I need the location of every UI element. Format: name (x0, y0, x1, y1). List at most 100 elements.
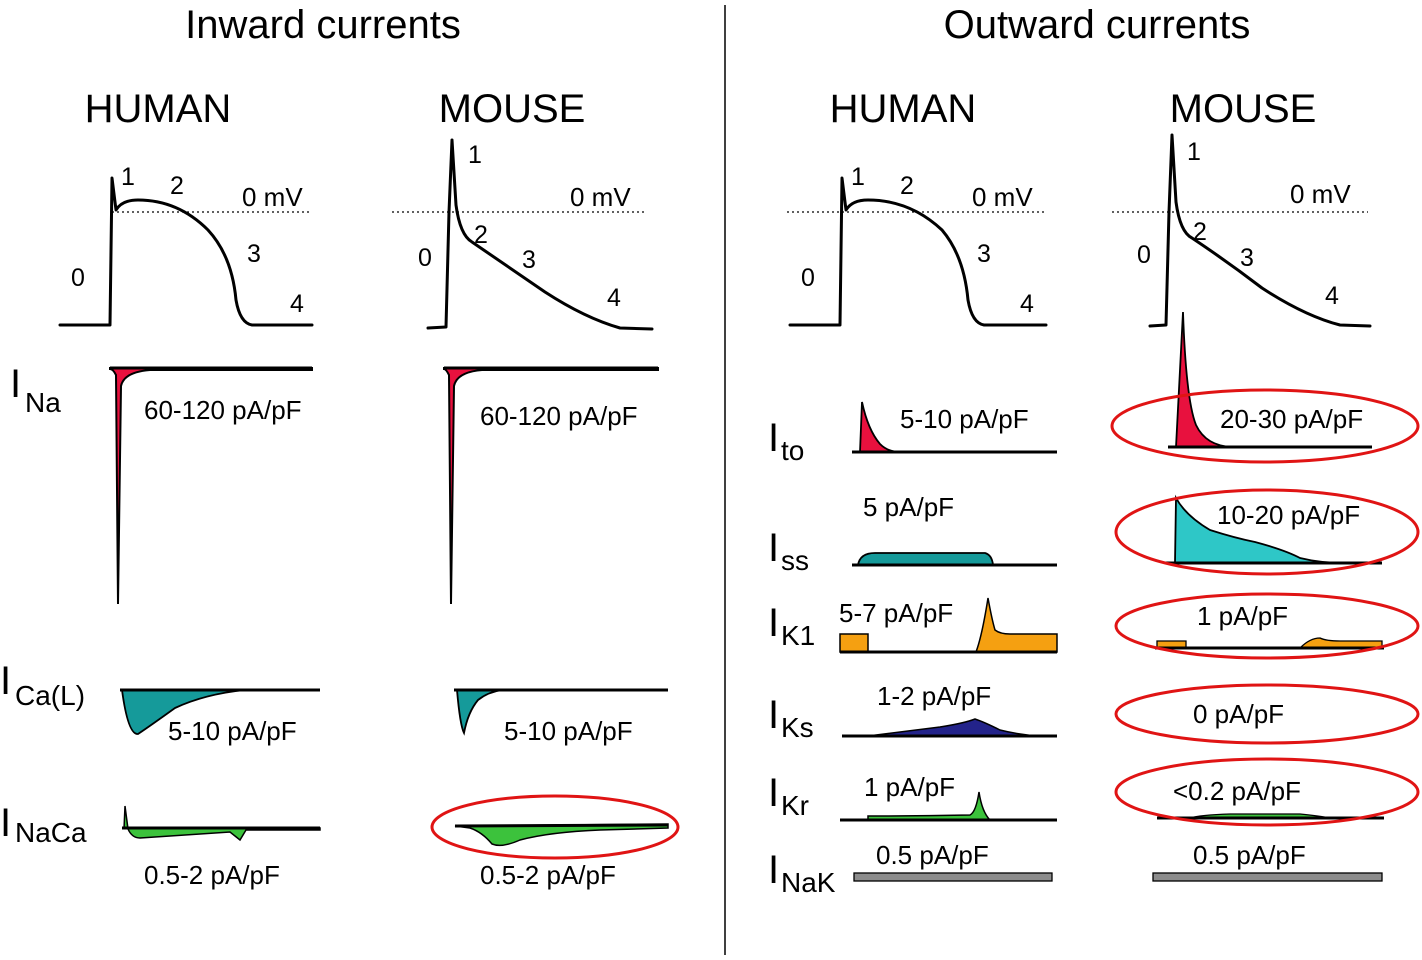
current-row-i-ks: I Ks 1-2 pA/pF 0 pA/pF (768, 681, 1420, 745)
outward-mouse-label: MOUSE (1170, 87, 1317, 131)
human-i-cal-trace (120, 689, 246, 735)
phase-4-label: 4 (1325, 282, 1339, 310)
mouse-value: 1 pA/pF (1197, 601, 1288, 631)
phase-4-label: 4 (290, 290, 304, 318)
current-symbol: I (10, 362, 21, 406)
current-symbol: I (768, 601, 779, 645)
phase-2-label: 2 (900, 172, 914, 200)
phase-3-label: 3 (977, 240, 991, 268)
phase-0-label: 0 (418, 244, 432, 272)
human-value: 0.5-2 pA/pF (144, 860, 280, 890)
human-i-k1-trace (839, 633, 869, 653)
phase-2-label: 2 (170, 172, 184, 200)
human-i-nak-bar (853, 872, 1053, 882)
phase-2-label: 2 (1193, 218, 1207, 246)
human-ap-trace (788, 176, 1048, 327)
human-ap-trace (58, 176, 314, 327)
phase-3-label: 3 (247, 240, 261, 268)
current-row-i-ss: I ss 5 pA/pF 10-20 pA/pF (768, 488, 1420, 576)
phase-3-label: 3 (1240, 244, 1254, 272)
current-subscript: Kr (781, 790, 809, 821)
current-subscript: Ks (781, 712, 814, 743)
phase-4-label: 4 (607, 284, 621, 312)
human-value: 5 pA/pF (863, 492, 954, 522)
phase-0-label: 0 (1137, 241, 1151, 269)
mouse-i-na-trace (443, 367, 659, 605)
inward-human-action-potential: 0 mV 0 1 2 3 4 (58, 163, 314, 327)
mouse-highlight-ring (1110, 388, 1420, 464)
inward-mouse-label: MOUSE (439, 87, 586, 131)
mouse-value: 5-10 pA/pF (504, 716, 633, 746)
human-value: 60-120 pA/pF (144, 395, 302, 425)
human-i-kr-trace (867, 791, 992, 821)
zero-mv-label: 0 mV (972, 182, 1033, 212)
mouse-i-ss-trace (1174, 494, 1346, 564)
mouse-value: <0.2 pA/pF (1173, 776, 1301, 806)
human-i-k1-trace (974, 597, 1058, 653)
outward-human-label: HUMAN (830, 87, 977, 131)
phase-0-label: 0 (71, 264, 85, 292)
current-symbol: I (768, 771, 779, 815)
current-row-i-na: I Na 60-120 pA/pF 60-120 pA/pF (10, 362, 659, 605)
human-i-na-trace (109, 367, 313, 605)
mouse-value: 10-20 pA/pF (1217, 500, 1360, 530)
mouse-ap-trace (426, 138, 654, 331)
phase-1-label: 1 (851, 163, 865, 191)
current-symbol: I (768, 416, 779, 460)
current-row-i-k1: I K1 5-7 pA/pF 1 pA/pF (768, 592, 1420, 660)
current-subscript: Ca(L) (15, 680, 85, 711)
zero-mv-label: 0 mV (570, 182, 631, 212)
current-symbol: I (768, 526, 779, 570)
human-i-to-trace (859, 401, 901, 453)
current-symbol: I (0, 659, 11, 703)
mouse-value: 0.5 pA/pF (1193, 840, 1306, 870)
mouse-highlight-ring (1114, 683, 1420, 745)
human-value: 1 pA/pF (864, 772, 955, 802)
phase-1-label: 1 (468, 141, 482, 169)
phase-1-label: 1 (1187, 138, 1201, 166)
mouse-value: 60-120 pA/pF (480, 401, 638, 431)
human-i-ks-trace (867, 718, 1041, 737)
human-value: 5-10 pA/pF (168, 716, 297, 746)
human-value: 5-7 pA/pF (839, 598, 953, 628)
mouse-i-to-trace (1175, 311, 1233, 448)
current-row-i-naca: I NaCa 0.5-2 pA/pF 0.5-2 pA/pF (0, 794, 680, 890)
mouse-i-k1-trace (1298, 637, 1383, 649)
current-row-i-to: I to 5-10 pA/pF 20-30 pA/pF (768, 311, 1420, 466)
current-subscript: ss (781, 545, 809, 576)
mouse-i-cal-trace (456, 689, 503, 736)
current-row-i-kr: I Kr 1 pA/pF <0.2 pA/pF (768, 757, 1420, 827)
current-subscript: NaCa (15, 817, 87, 848)
human-value: 1-2 pA/pF (877, 681, 991, 711)
current-subscript: to (781, 435, 804, 466)
current-subscript: Na (25, 387, 61, 418)
phase-1-label: 1 (121, 163, 135, 191)
outward-human-action-potential: 0 mV 0 1 2 3 4 (787, 163, 1048, 327)
current-symbol: I (768, 848, 779, 892)
outward-currents-title: Outward currents (944, 3, 1251, 47)
mouse-value: 0 pA/pF (1193, 699, 1284, 729)
mouse-highlight-ring (430, 794, 680, 860)
mouse-highlight-ring (1114, 488, 1420, 576)
current-symbol: I (768, 693, 779, 737)
mouse-i-nak-bar (1152, 872, 1383, 882)
mouse-value: 20-30 pA/pF (1220, 404, 1363, 434)
mouse-highlight-ring (1114, 757, 1420, 827)
phase-4-label: 4 (1020, 290, 1034, 318)
inward-mouse-action-potential: 0 mV 0 1 2 3 4 (392, 138, 654, 331)
baseline (454, 823, 669, 828)
mouse-ap-trace (1148, 133, 1372, 328)
outward-mouse-action-potential: 0 mV 0 1 2 3 4 (1112, 133, 1372, 328)
phase-2-label: 2 (474, 221, 488, 249)
current-symbol: I (0, 801, 11, 845)
zero-mv-label: 0 mV (242, 182, 303, 212)
human-i-ss-trace (856, 552, 994, 566)
current-subscript: K1 (781, 620, 815, 651)
current-row-i-nak: I NaK 0.5 pA/pF 0.5 pA/pF (768, 840, 1383, 898)
inward-human-label: HUMAN (85, 87, 232, 131)
human-i-naca-trace (123, 805, 321, 842)
mouse-i-naca-trace (454, 823, 669, 847)
mouse-highlight-ring (1114, 592, 1420, 660)
current-subscript: NaK (781, 867, 836, 898)
